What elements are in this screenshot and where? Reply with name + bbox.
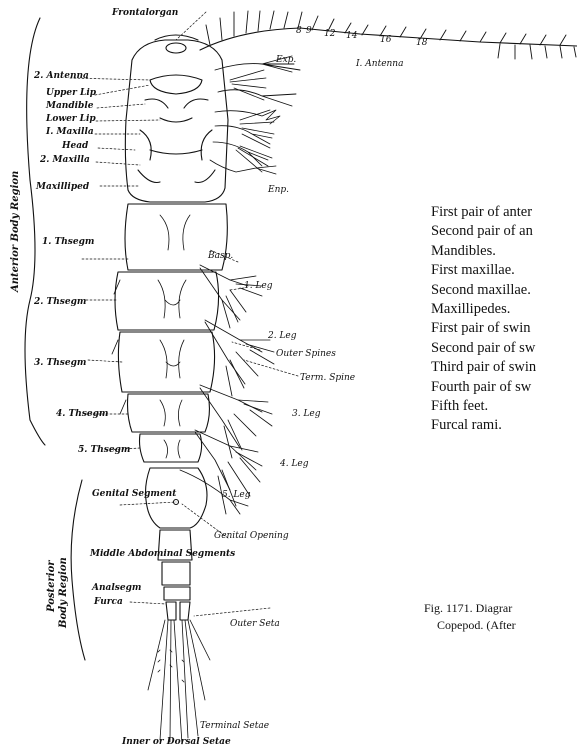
label-furca: Furca [93,597,123,607]
label-maxilliped: Maxilliped [35,182,90,192]
label-posterior-region-line-2: Body Region [58,557,69,629]
label-genital-segment: Genital Segment [92,489,177,499]
label-mandible: Mandible [45,101,94,111]
antenna-segment-number: 9 [306,26,312,36]
legend-item: Fourth pair of sw [431,378,536,397]
legend-item: Second pair of an [431,222,536,241]
legend-item: Second pair of sw [431,339,536,358]
anterior-region-brace [25,18,45,445]
sternal-plates [158,215,190,458]
label-maxilla-1: I. Maxilla [45,127,94,137]
legend-item: Fifth feet. [431,397,536,416]
label-leg-3: 3. Leg [292,409,321,419]
label-terminal-setae: Terminal Setae [200,721,269,731]
legend-item: Maxillipedes. [431,300,536,319]
label-thsegm-4: 4. Thsegm [56,409,108,419]
maxillae [140,130,212,160]
head-outline [125,40,228,202]
label-antenna-1: I. Antenna [355,59,403,69]
label-upper-lip: Upper Lip [46,88,97,98]
legend-item: Furcal rami. [431,416,536,435]
head-appendages [210,70,280,174]
label-maxilla-2: 2. Maxilla [39,155,90,165]
label-term-spine: Term. Spine [300,373,355,383]
caption-line-2: Copepod. (After [424,617,516,634]
legend-item: First pair of anter [431,203,536,222]
label-leg-5: 5. Leg [222,490,251,500]
label-leaders [70,12,298,616]
label-enp: Enp. [267,185,289,195]
label-leg-1: 1. Leg [244,281,273,291]
furca [166,602,190,620]
label-antenna-2: 2. Antenna [33,71,89,81]
label-outer-seta: Outer Seta [230,619,280,629]
antenna-segment-number: 12 [324,29,336,39]
label-thsegm-2: 2. Thsegm [33,297,86,307]
frontal-organ-eye [166,43,186,53]
label-middle-abdominal-segments: Middle Abdominal Segments [89,549,235,559]
middle-abdominal-segment-2 [162,562,190,585]
label-posterior-region-line-1: Posterior [46,560,57,613]
label-head: Head [61,141,89,151]
legend-item: First pair of swin [431,319,536,338]
antenna-segment-number: 8 [296,26,302,36]
label-leg-2: 2. Leg [267,331,297,341]
antenna-segment-number: 16 [380,35,392,45]
anal-segment [164,587,190,600]
label-inner-dorsal-setae: Inner or Dorsal Setae [121,737,231,746]
maxillipeds [138,170,215,183]
lower-lip [160,118,192,122]
label-thsegm-3: 3. Thsegm [34,358,86,368]
label-thsegm-5: 5. Thsegm [78,445,130,455]
figure-caption: Fig. 1171. Diagrar Copepod. (After [424,600,516,634]
appendage-legend-list: First pair of anter Second pair of an Ma… [431,203,536,436]
legend-item: First maxillae. [431,261,536,280]
thoracic-segment-4 [128,394,210,432]
label-leg-4: 4. Leg [279,459,309,469]
mandibles [145,99,208,108]
thoracic-segment-5 [140,434,202,462]
label-thsegm-1: 1. Thsegm [42,237,94,247]
label-basp: Basp. [207,251,233,261]
upper-lip [150,75,202,94]
label-genital-opening: Genital Opening [214,531,289,541]
label-anterior-body-region: Anterior Body Region [10,171,21,293]
thoracic-segment-2 [115,272,219,330]
label-analsegm: Analsegm [91,583,141,593]
legend-item: Second maxillae. [431,281,536,300]
legend-item: Third pair of swin [431,358,536,377]
label-frontalorgan: Frontalorgan [111,8,178,18]
antenna-segment-number: 14 [346,31,358,41]
posterior-region-brace [71,480,85,660]
label-outer-spines: Outer Spines [276,349,336,359]
antenna-segment-number: 18 [416,38,428,48]
legend-item: Mandibles. [431,242,536,261]
caption-line-1: Fig. 1171. Diagrar [424,601,512,615]
label-exp: Exp. [275,55,296,65]
label-lower-lip: Lower Lip [45,114,96,124]
swimming-legs [112,265,274,514]
